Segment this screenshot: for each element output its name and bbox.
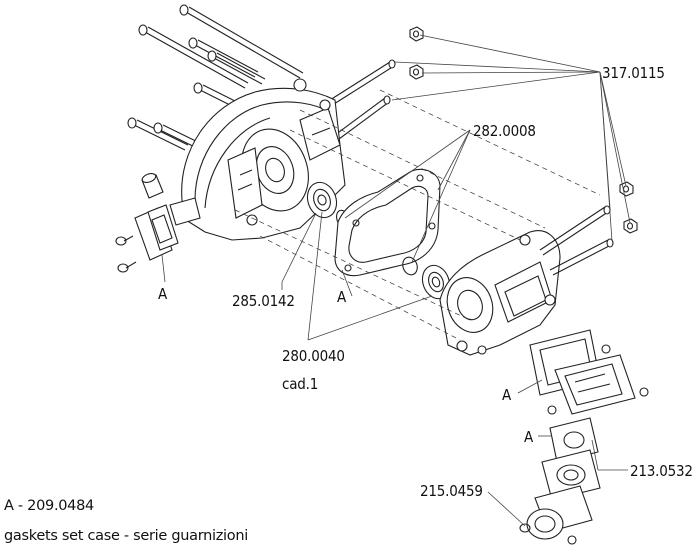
- screw: [117, 261, 137, 273]
- screw: [115, 235, 134, 246]
- label-reed-block: 213.0532: [630, 462, 693, 480]
- screw: [601, 344, 611, 354]
- crankcase-right-half: [439, 205, 614, 356]
- center-gasket: [334, 168, 441, 277]
- part-labels: 317.0115 282.0008 285.0142 280.0040 cad.…: [158, 64, 693, 500]
- reed-cover-left: [134, 204, 179, 261]
- stud-bolt: [329, 59, 396, 105]
- nut: [409, 64, 424, 80]
- stud-bolt: [179, 4, 304, 79]
- legend-code: A - 209.0484: [4, 498, 94, 514]
- label-gasket-ref: A: [158, 285, 168, 303]
- studs-group: [127, 4, 396, 153]
- stud-bolt: [138, 24, 249, 89]
- screw: [639, 387, 649, 397]
- label-nuts: 317.0115: [602, 64, 665, 82]
- label-oring-qty: cad.1: [282, 375, 318, 393]
- label-bearing: 285.0142: [232, 292, 295, 310]
- stud-bolt: [188, 37, 259, 78]
- stud-bolt: [207, 50, 266, 85]
- reed-block: [541, 449, 601, 501]
- stud-bolt: [127, 117, 189, 151]
- label-gasket-top: 282.0008: [473, 122, 536, 140]
- stud-bolt: [334, 95, 391, 140]
- reed-valve: [554, 354, 636, 415]
- nut: [619, 181, 634, 197]
- leader-lines: [161, 34, 631, 527]
- oring-right: [402, 256, 418, 276]
- nut: [623, 218, 638, 234]
- screw: [547, 405, 557, 415]
- assembly-lines: [234, 89, 601, 341]
- bearing-left: [306, 181, 338, 219]
- nut: [409, 26, 424, 42]
- label-gasket-ref: A: [524, 428, 534, 446]
- label-gasket-ref: A: [502, 386, 512, 404]
- crankcase-left-half: [169, 78, 346, 241]
- label-carb-manifold: 215.0459: [420, 482, 483, 500]
- bush: [141, 172, 164, 199]
- legend-description: gaskets set case - serie guarnizioni: [4, 528, 248, 544]
- label-gasket-ref: A: [337, 288, 347, 306]
- label-oring: 280.0040: [282, 347, 345, 365]
- carb-manifold: [519, 485, 593, 545]
